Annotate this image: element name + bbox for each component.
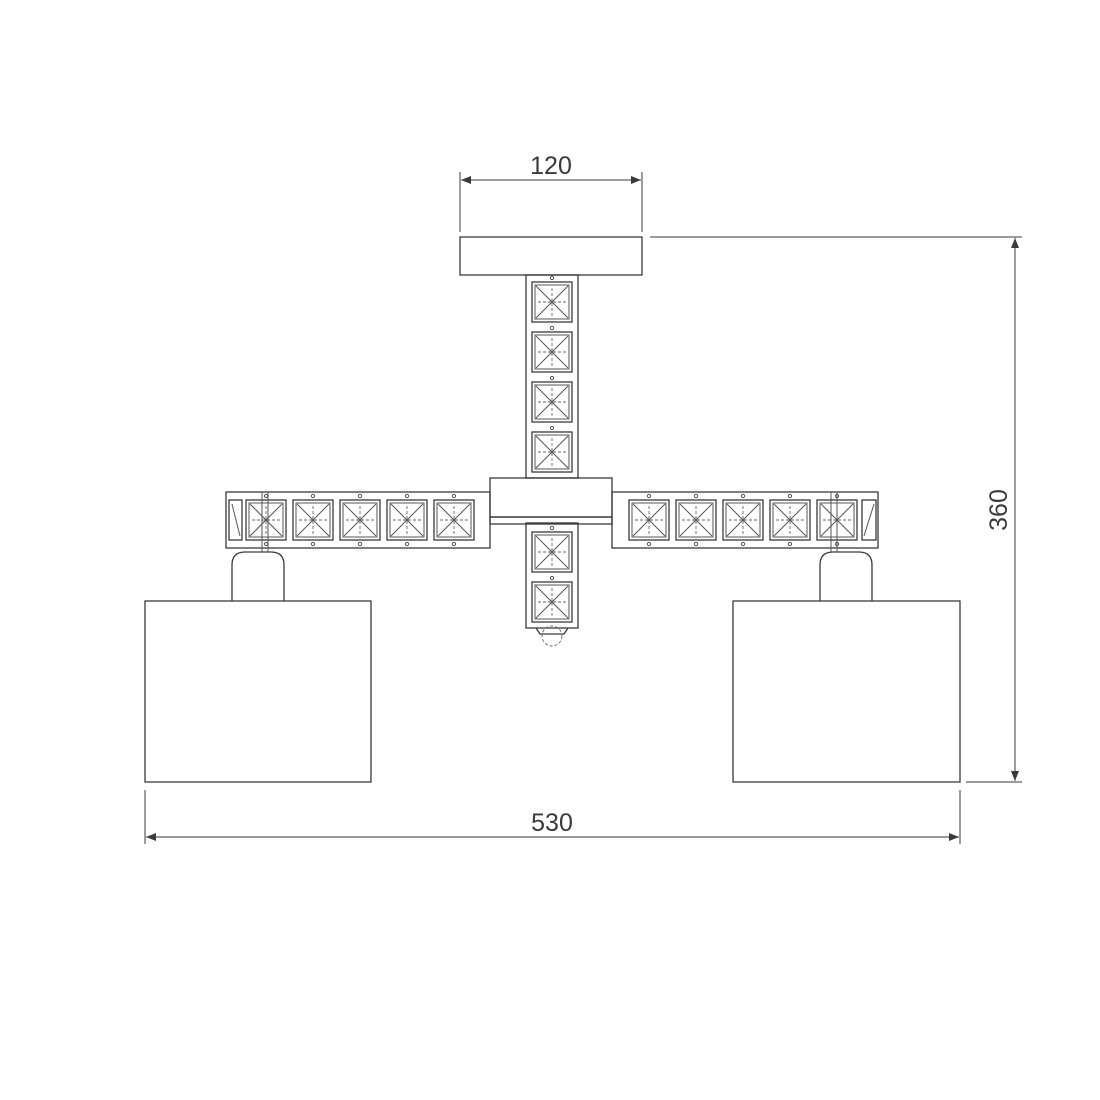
left-arm xyxy=(225,491,491,549)
bead xyxy=(310,541,316,547)
crystal-square xyxy=(769,499,811,541)
crystal-square xyxy=(628,499,670,541)
crystal-square xyxy=(531,431,573,473)
stem-crystals xyxy=(531,275,573,623)
total-width-dimension: 530 xyxy=(144,790,961,844)
left-lamp-shade xyxy=(144,600,372,783)
bead xyxy=(646,541,652,547)
right-arm xyxy=(611,491,879,549)
bead xyxy=(357,493,363,499)
right-lamp-shade xyxy=(732,600,961,783)
bead xyxy=(263,541,269,547)
bead xyxy=(693,493,699,499)
bead xyxy=(357,541,363,547)
crystal-square xyxy=(722,499,764,541)
left-lamp-holder xyxy=(231,492,285,601)
canopy-width-label: 120 xyxy=(530,152,572,180)
crystal-square xyxy=(531,281,573,323)
crystal-square xyxy=(292,499,334,541)
bead xyxy=(263,493,269,499)
bead xyxy=(646,493,652,499)
crystal-square xyxy=(675,499,717,541)
bead xyxy=(451,493,457,499)
bead xyxy=(549,575,555,581)
bead xyxy=(404,541,410,547)
bead xyxy=(549,325,555,331)
crystal-square xyxy=(531,581,573,623)
bead xyxy=(549,275,555,281)
crystal-edge-left xyxy=(228,499,243,541)
bead xyxy=(310,493,316,499)
canopy-width-dimension: 120 xyxy=(459,152,643,232)
ceiling-canopy xyxy=(459,236,643,276)
bead xyxy=(404,493,410,499)
bead xyxy=(549,375,555,381)
crystal-square xyxy=(339,499,381,541)
total-height-label: 360 xyxy=(985,489,1013,531)
total-width-label: 530 xyxy=(531,809,573,837)
right-lamp-holder xyxy=(819,492,873,601)
bead xyxy=(451,541,457,547)
arm-crystals xyxy=(228,493,877,547)
crystal-edge-right xyxy=(861,499,877,541)
bead xyxy=(693,541,699,547)
crystal-square xyxy=(386,499,428,541)
crystal-square xyxy=(433,499,475,541)
bead xyxy=(740,493,746,499)
crystal-square xyxy=(531,331,573,373)
bead xyxy=(787,493,793,499)
bead xyxy=(787,541,793,547)
bead xyxy=(549,425,555,431)
bead xyxy=(549,525,555,531)
crystal-square xyxy=(531,531,573,573)
crystal-square xyxy=(531,381,573,423)
bead xyxy=(740,541,746,547)
central-hub xyxy=(489,477,613,525)
total-height-dimension: 360 xyxy=(650,236,1022,783)
crystal-square xyxy=(245,499,287,541)
